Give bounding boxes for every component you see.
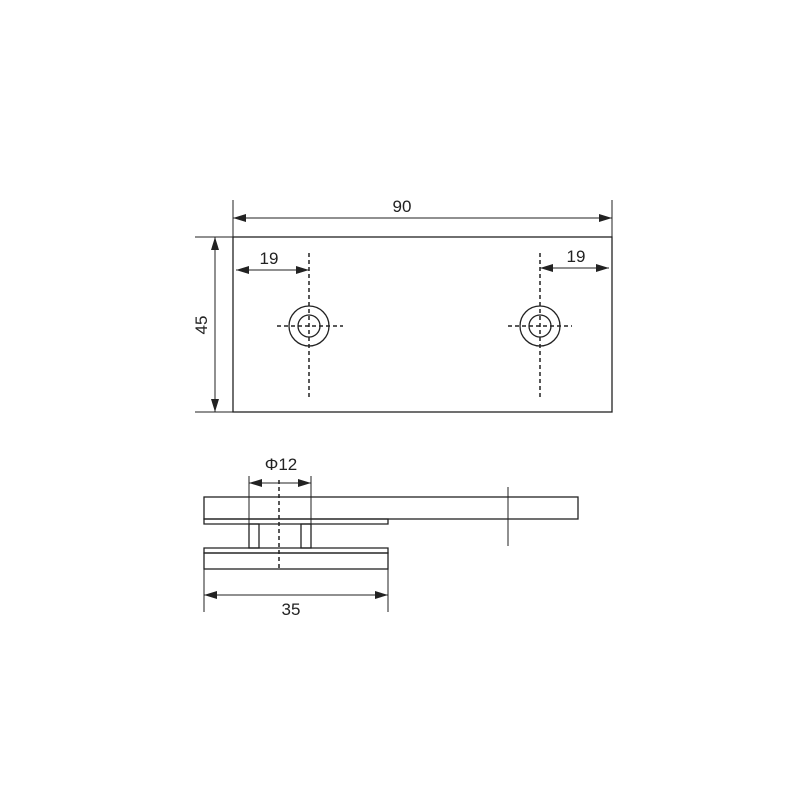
right-mounting-hole [508, 253, 572, 398]
dimension-overall-width: 45 [192, 236, 233, 413]
dimension-label-35: 35 [282, 600, 301, 619]
dimension-label-19-right: 19 [567, 247, 586, 266]
upper-plate [203, 496, 579, 520]
dimension-right-hole-offset: 19 [540, 247, 609, 272]
bolt-right [300, 523, 312, 549]
side-view: Φ12 35 [203, 455, 579, 619]
upper-gasket [203, 518, 389, 525]
dimension-label-19-left: 19 [260, 249, 279, 268]
top-view: 90 45 19 19 [192, 197, 613, 413]
lower-gasket [203, 547, 389, 554]
dimension-clamp-length: 35 [203, 569, 389, 619]
dimension-hole-diameter: Φ12 [248, 455, 312, 524]
dimension-overall-length: 90 [232, 197, 613, 237]
lower-plate [203, 552, 389, 570]
dimension-label-phi12: Φ12 [265, 455, 297, 474]
dimension-label-45: 45 [192, 316, 211, 335]
left-mounting-hole [277, 253, 343, 398]
dimension-label-90: 90 [393, 197, 412, 216]
bolt-left [248, 523, 260, 549]
plate-outline [232, 236, 613, 413]
dimension-left-hole-offset: 19 [236, 249, 309, 274]
